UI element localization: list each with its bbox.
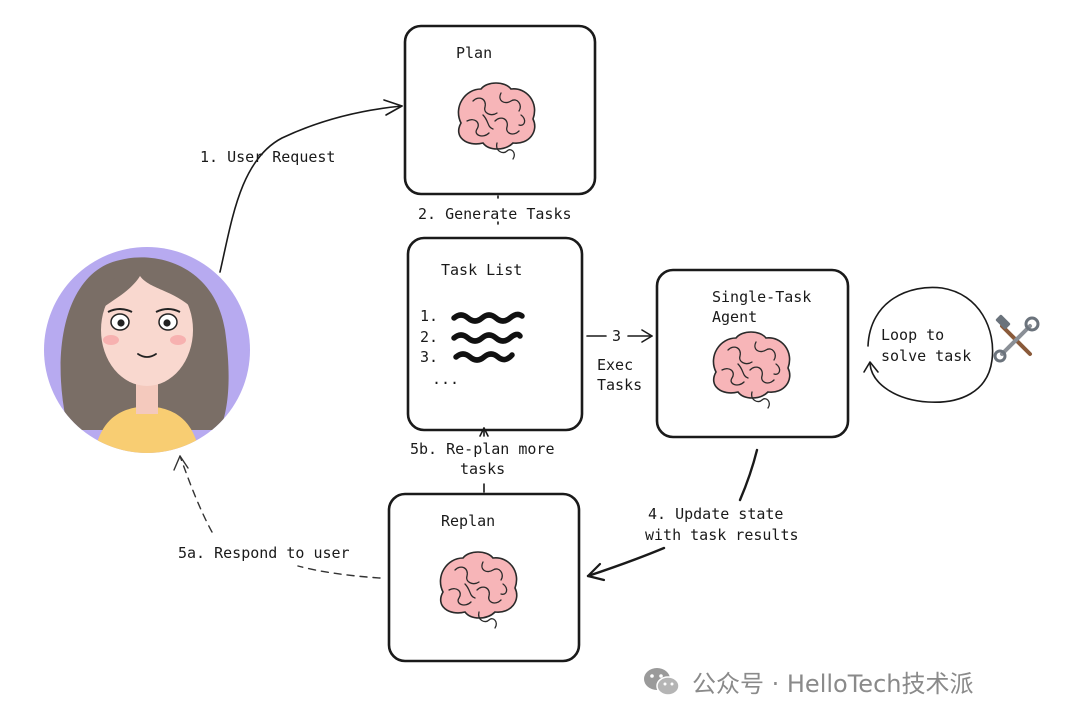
- respond-label: 5a. Respond to user: [178, 544, 350, 562]
- respond-arrow: [179, 455, 381, 579]
- loop-arrow: [867, 286, 994, 403]
- user-avatar: [44, 247, 250, 453]
- user-request-label: 1. User Request: [200, 148, 335, 166]
- task-item-more: ...: [432, 370, 459, 388]
- task-item-2-scribble: [451, 331, 523, 344]
- replan-label-line2: tasks: [460, 460, 505, 478]
- watermark: 公众号 · HelloTech技术派: [642, 664, 973, 699]
- user-request-arrow: [219, 105, 403, 273]
- watermark-text: 公众号 · HelloTech技术派: [692, 670, 974, 698]
- loop-label-line2: solve task: [881, 347, 971, 365]
- task-item-1-scribble: [451, 311, 525, 324]
- hammer-and-wrench-icon: [993, 314, 1040, 363]
- agent-title-line1: Single-Task: [712, 288, 811, 306]
- user-request-arrowhead: [383, 99, 403, 116]
- update-state-label-line2: with task results: [645, 526, 799, 544]
- task-list-title: Task List: [441, 261, 522, 279]
- exec-tasks-label-line1: Exec: [597, 356, 633, 374]
- respond-arrowhead: [173, 455, 189, 471]
- generate-tasks-label: 2. Generate Tasks: [418, 205, 572, 223]
- plan-title: Plan: [456, 44, 492, 62]
- update-state-arrowhead: [586, 562, 606, 582]
- agent-title-line2: Agent: [712, 308, 757, 326]
- replan-arrowhead: [479, 427, 489, 437]
- task-item-2-number: 2.: [420, 328, 438, 346]
- update-state-arrow-top: [738, 448, 759, 502]
- loop-label-line1: Loop to: [881, 326, 944, 344]
- task-item-1-number: 1.: [420, 307, 438, 325]
- update-state-arrow-bottom: [586, 546, 666, 578]
- loop-arrowhead: [863, 361, 879, 373]
- update-state-label-line1: 4. Update state: [648, 505, 783, 523]
- wechat-icon: [644, 667, 680, 696]
- exec-tasks-arrowhead: [641, 329, 653, 343]
- replan-label-line1: 5b. Re-plan more: [410, 440, 555, 458]
- task-item-3-scribble: [453, 351, 515, 363]
- exec-tasks-label-line2: Tasks: [597, 376, 642, 394]
- exec-tasks-number: 3: [612, 327, 621, 345]
- replan-title: Replan: [441, 512, 495, 530]
- task-item-3-number: 3.: [420, 348, 438, 366]
